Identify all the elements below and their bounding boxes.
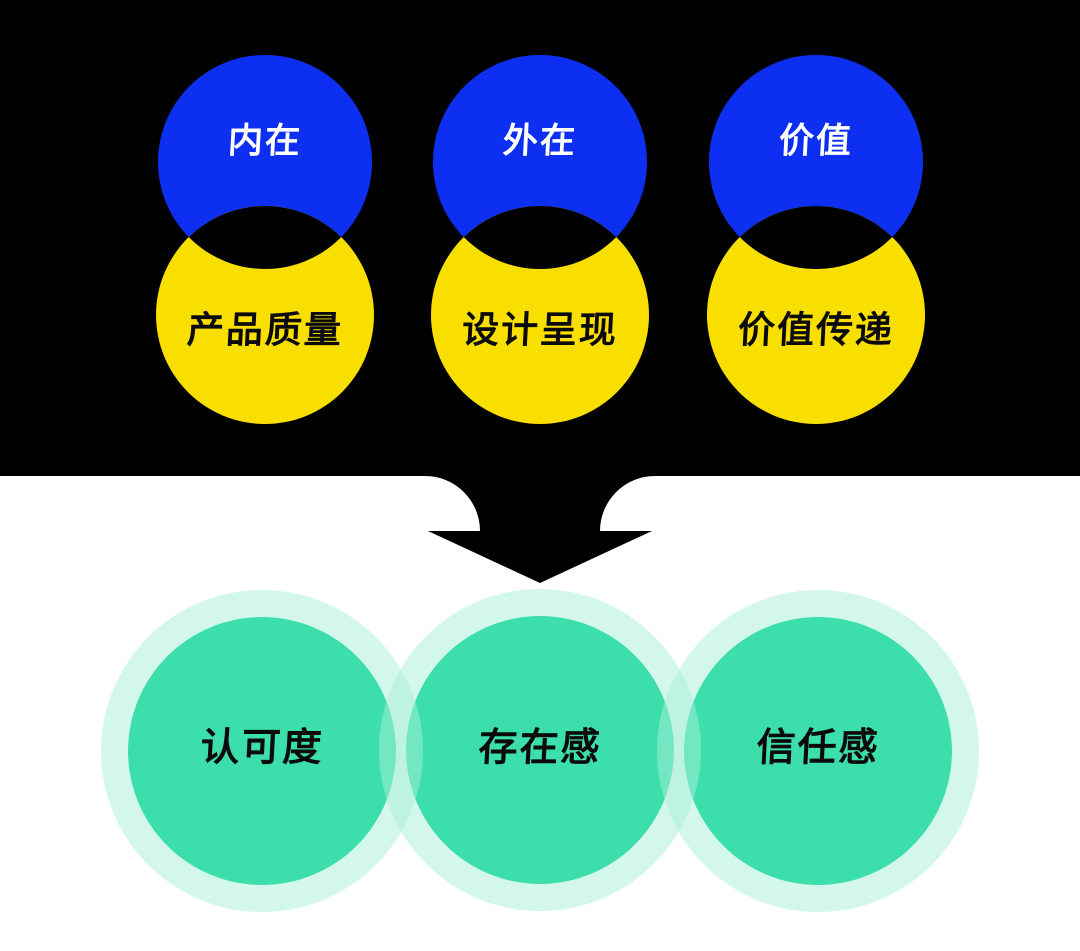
venn-bottom-label-1: 产品质量 [185,309,345,351]
outcome-circles [101,589,979,912]
outcome-label-2: 存在感 [477,726,603,770]
outcome-halo-ring-3 [657,590,979,912]
venn-top-circle [158,55,372,269]
outcome-halo-ring-2 [379,589,701,911]
outcome-circle-3 [684,617,952,885]
outcome-label-3: 信任感 [755,726,881,770]
venn-pair-1 [156,55,374,424]
outcome-halo-ring-1 [101,590,423,912]
venn-top-label-1: 内在 [226,121,304,161]
venn-bottom-label-2: 设计呈现 [460,309,620,351]
outcome-circle-2 [406,616,674,884]
venn-top-label-3: 价值 [777,121,855,161]
venn-pair-3 [707,55,925,424]
outcome-label-1: 认可度 [199,726,325,770]
venn-top-circle [433,55,647,269]
venn-pair-2 [431,55,649,424]
venn-bottom-circle [156,206,374,424]
venn-bottom-label-3: 价值传递 [736,309,896,351]
venn-top-label-2: 外在 [501,121,579,161]
outcome-circle-1 [128,617,396,885]
venn-top-circle [709,55,923,269]
venn-bottom-circle [431,206,649,424]
venn-bottom-circle [707,206,925,424]
